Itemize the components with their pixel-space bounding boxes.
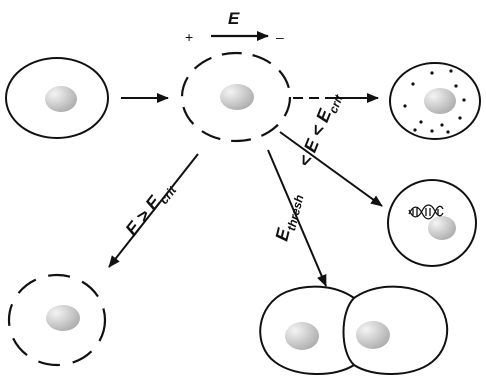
cell-membrane — [387, 179, 477, 267]
cell-membrane — [389, 62, 481, 140]
fusion-junction — [342, 297, 355, 366]
cell-nucleus-right — [356, 321, 390, 349]
svg-text:< E < Ecrit: < E < Ecrit — [294, 88, 346, 171]
cell-with-uptake — [389, 62, 481, 140]
cell-in-field — [180, 51, 292, 143]
arrow-to-fusion-cell — [267, 149, 327, 287]
cell-nucleus — [45, 86, 77, 112]
positive-pole: + — [185, 29, 193, 45]
dna-helix-icon — [408, 204, 444, 220]
lysed-cell — [7, 273, 107, 367]
label-field-range: < E < Ecrit — [294, 88, 346, 171]
cell-nucleus — [428, 216, 456, 240]
field-symbol: E — [228, 9, 240, 28]
label-field-range-main: < E < E — [294, 105, 335, 169]
cell-nucleus — [46, 305, 80, 331]
fused-cell — [259, 285, 449, 375]
label-above-critical: E > Ecrit — [121, 177, 179, 242]
cell-membrane — [5, 57, 109, 139]
label-field-range-sub: crit — [326, 92, 346, 115]
label-threshold-sub: thresh — [284, 193, 306, 232]
intact-cell — [5, 57, 109, 139]
arrow-to-dna-cell — [279, 131, 383, 207]
arrow-to-lysed-cell — [108, 153, 199, 268]
ruptured-membrane — [7, 273, 107, 367]
cell-nucleus-left — [285, 322, 319, 350]
negative-pole: – — [276, 29, 284, 45]
field-indicator: E + – — [185, 9, 284, 45]
permeabilized-membrane — [180, 51, 292, 143]
cell-with-dna — [387, 179, 477, 267]
cell-nucleus — [220, 84, 254, 110]
svg-text:E > Ecrit: E > Ecrit — [121, 177, 179, 242]
cell-nucleus — [424, 88, 456, 114]
uptaken-molecules — [403, 69, 466, 134]
